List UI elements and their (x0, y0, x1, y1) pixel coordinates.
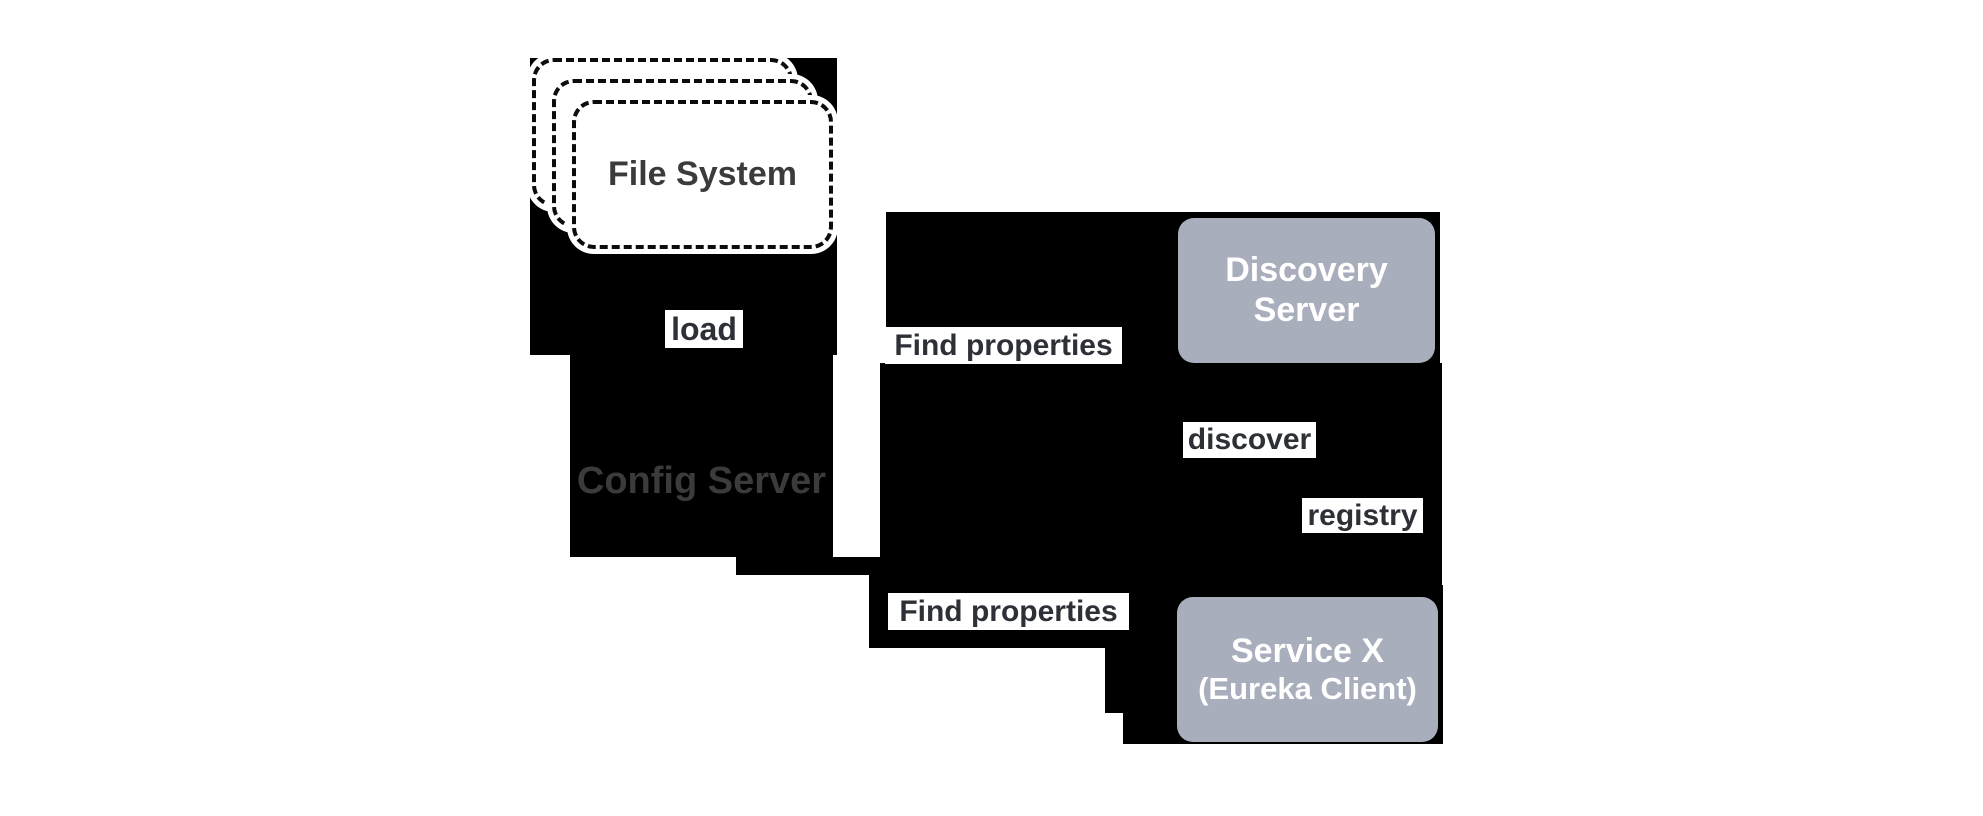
discovery-server-label-line1: Discovery (1225, 251, 1388, 290)
backdrop-config-server (570, 355, 833, 557)
backdrop-step (736, 557, 869, 575)
discovery-server-node: Discovery Server (1178, 218, 1435, 363)
edge-label-load-text: load (671, 310, 737, 347)
edge-label-find-properties-bottom-text: Find properties (899, 594, 1118, 628)
edge-label-registry: registry (1302, 498, 1423, 533)
service-x-label-line2: (Eureka Client) (1198, 671, 1417, 707)
edge-label-discover: discover (1183, 422, 1316, 458)
file-system-node: File System (572, 100, 833, 249)
file-system-label: File System (608, 155, 797, 193)
service-x-node: Service X (Eureka Client) (1177, 597, 1438, 742)
discovery-server-label-line2: Server (1253, 290, 1360, 329)
config-server-label: Config Server (576, 460, 827, 502)
edge-label-load: load (665, 310, 743, 348)
edge-label-find-properties-top: Find properties (885, 327, 1122, 364)
edge-label-discover-text: discover (1187, 423, 1312, 456)
edge-label-registry-text: registry (1307, 498, 1418, 532)
edge-label-find-properties-top-text: Find properties (894, 328, 1113, 362)
service-x-label-line1: Service X (1230, 632, 1385, 671)
edge-label-find-properties-bottom: Find properties (888, 593, 1129, 630)
